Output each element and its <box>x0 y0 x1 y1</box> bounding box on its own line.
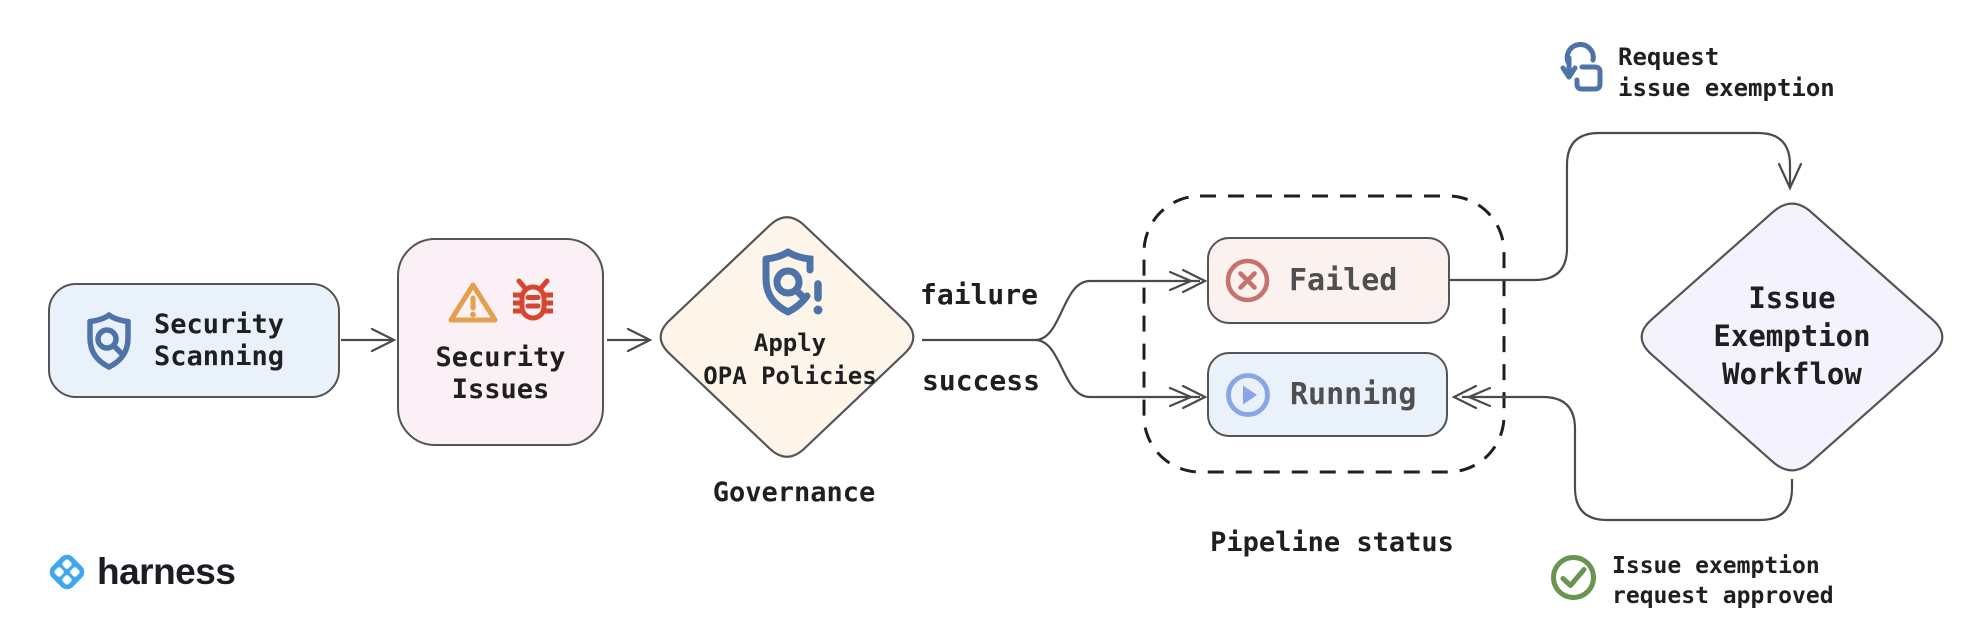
pipeline-status-caption: Pipeline status <box>1210 527 1454 558</box>
security-scanning-node: Security Scanning <box>48 283 340 398</box>
request-approved-annotation: Issue exemption request approved <box>1612 553 1834 609</box>
edge-exemption-to-running <box>1462 395 1794 522</box>
arrowhead <box>370 327 397 353</box>
failure-edge-label: failure <box>919 278 1038 311</box>
arrowhead <box>1181 384 1208 410</box>
edge-success-branch <box>1034 338 1200 399</box>
issue-exemption-diamond <box>1640 202 1944 472</box>
issue-icons <box>447 278 555 326</box>
apply-opa-diamond <box>659 216 915 458</box>
security-issues-node: Security Issues <box>397 238 604 446</box>
success-edge-label: success <box>921 364 1040 397</box>
arrowhead <box>1466 386 1492 408</box>
arrowhead <box>1777 162 1803 191</box>
arrowhead <box>626 327 653 353</box>
harness-logo: harness <box>46 551 236 593</box>
arrowhead <box>1451 384 1478 410</box>
running-status-node: Running <box>1207 352 1448 437</box>
harness-logo-icon <box>49 554 85 590</box>
pipeline-status-container <box>1142 194 1506 474</box>
governance-caption: Governance <box>712 477 876 508</box>
circle-check-icon <box>1551 555 1596 600</box>
security-scanning-label: Security Scanning <box>154 308 285 372</box>
tap-gesture-icon <box>1560 42 1603 92</box>
arrowhead <box>1168 386 1194 408</box>
warning-triangle-icon <box>448 282 497 323</box>
shield-alert-icon <box>762 248 823 316</box>
arrowhead <box>1168 270 1194 292</box>
security-issues-label: Security Issues <box>435 342 566 405</box>
bug-icon <box>512 278 553 321</box>
failed-status-node: Failed <box>1207 237 1450 324</box>
circle-play-icon <box>1226 372 1270 417</box>
arrowhead <box>1181 268 1208 294</box>
failed-label: Failed <box>1289 263 1398 298</box>
request-exemption-annotation: Request issue exemption <box>1618 43 1835 102</box>
edge-failed-to-exemption <box>1450 131 1792 282</box>
circle-x-icon <box>1225 258 1270 303</box>
running-label: Running <box>1290 377 1417 412</box>
shield-search-icon <box>87 311 131 370</box>
harness-wordmark: harness <box>97 551 236 592</box>
apply-opa-label: Apply OPA Policies <box>703 329 877 390</box>
edge-failure-branch <box>1034 279 1200 342</box>
issue-exemption-workflow-label: Issue Exemption Workflow <box>1713 281 1871 391</box>
